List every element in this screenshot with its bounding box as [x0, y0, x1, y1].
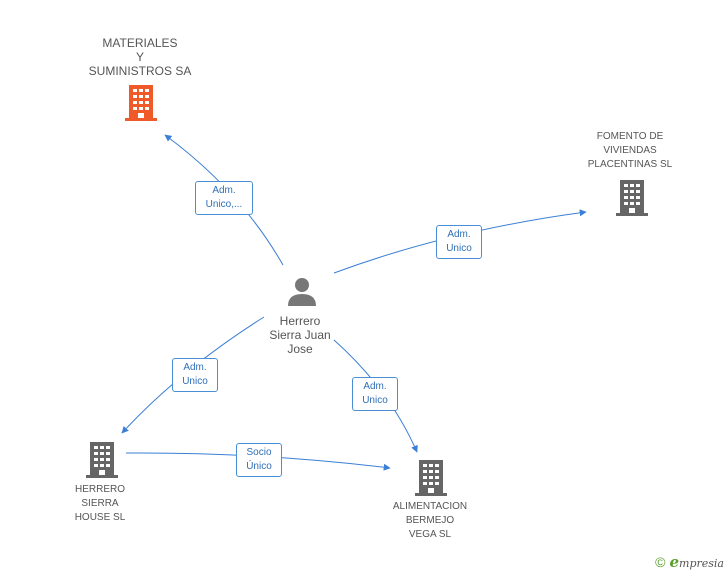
brand-rest: mpresia — [679, 557, 724, 570]
building-icon[interactable] — [125, 85, 157, 121]
node-label-materiales: MATERIALES Y SUMINISTROS SA — [88, 36, 192, 78]
building-icon[interactable] — [415, 460, 447, 496]
node-label-fomento: FOMENTO DE VIVIENDAS PLACENTINAS SL — [587, 131, 673, 170]
node-label-person: Herrero Sierra Juan Jose — [269, 314, 331, 356]
node-label-herrero-house: HERRERO SIERRA HOUSE SL — [74, 484, 126, 523]
building-icon[interactable] — [86, 442, 118, 478]
edge-label-person-fomento[interactable]: Adm. Unico — [436, 225, 482, 259]
edge-label-person-herrero-house[interactable]: Adm. Unico — [172, 358, 218, 392]
node-label-alimentacion: ALIMENTACION BERMEJO VEGA SL — [392, 501, 468, 540]
copyright-symbol: © — [655, 554, 666, 570]
edge-label-person-alimentacion[interactable]: Adm. Unico — [352, 377, 398, 411]
empresia-logo: empresia — [669, 553, 724, 571]
person-icon[interactable] — [287, 276, 317, 306]
building-icon[interactable] — [616, 180, 648, 216]
brand-initial: e — [669, 553, 680, 571]
edge-label-person-materiales[interactable]: Adm. Unico,... — [195, 181, 253, 215]
edge-label-herrero-house-alimentacion[interactable]: Socio Único — [236, 443, 282, 477]
footer-brand: © empresia — [655, 553, 724, 571]
